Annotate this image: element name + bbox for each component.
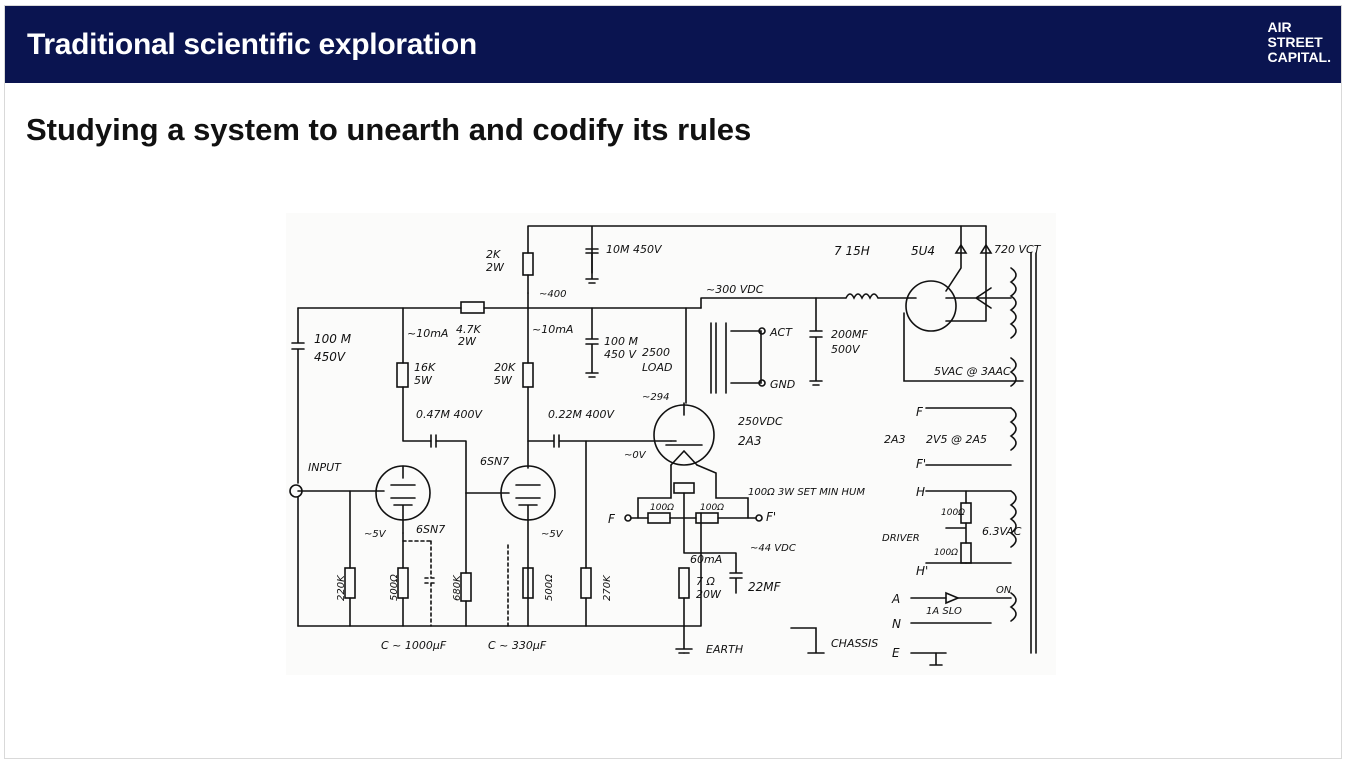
label-500-1: 500Ω <box>389 574 400 601</box>
label-720vct: 720 VCT <box>994 243 1042 256</box>
label-2a3: 2A3 <box>738 434 761 448</box>
label-5vac: 5VAC @ 3AAC <box>934 365 1011 378</box>
label-220k: 220K <box>336 574 347 601</box>
label-6sn7-1: 6SN7 <box>416 523 445 536</box>
air-street-capital-logo: AIR STREET CAPITAL. <box>1267 20 1331 65</box>
label-a: A <box>891 592 900 606</box>
label-n: N <box>892 617 901 631</box>
label-10ma-1: ~10mA <box>407 327 448 340</box>
label-gnd: GND <box>770 378 795 391</box>
label-200mf: 200MF <box>831 328 868 341</box>
schematic-drawing: 100 M 450V INPUT 2K 2W 10M 450V ~400 ~10… <box>289 225 1042 666</box>
label-2w: 2W <box>486 261 505 274</box>
label-22mf: 22MF <box>748 580 782 594</box>
label-2v5: 2V5 @ 2A5 <box>926 433 987 446</box>
label-f-prime: F' <box>916 457 926 471</box>
label-2a3-b: 2A3 <box>884 433 906 446</box>
label-on: ON <box>996 585 1012 596</box>
label-5v-1: ~5V <box>364 529 387 540</box>
label-680k: 680K <box>452 574 463 601</box>
label-f-left: F <box>608 512 616 526</box>
label-60ma: 60mA <box>690 553 722 566</box>
label-cap-100m: 100 M <box>314 332 352 346</box>
label-act: ACT <box>769 326 793 339</box>
label-h-prime: H' <box>916 564 928 578</box>
label-300vdc: ~300 VDC <box>706 283 764 296</box>
label-f-right: F' <box>766 510 776 524</box>
label-5u4: 5U4 <box>911 244 935 258</box>
label-1aslo: 1A SLO <box>926 606 962 617</box>
label-c1000: C ~ 1000μF <box>381 639 447 652</box>
label-20k-w: 5W <box>494 374 513 387</box>
label-2500: 2500 <box>642 346 670 359</box>
label-6sn7-2: 6SN7 <box>480 455 509 468</box>
label-chassis: CHASSIS <box>831 637 878 650</box>
label-100-b: 100Ω <box>700 503 724 513</box>
label-047: 0.47M 400V <box>416 408 483 421</box>
label-500v: 500V <box>831 343 861 356</box>
label-16k: 16K <box>414 361 436 374</box>
label-63vac: 6.3VAC <box>982 525 1022 538</box>
label-cap-450v: 450V <box>314 350 346 364</box>
label-driver: DRIVER <box>882 533 920 544</box>
logo-line: STREET <box>1267 34 1323 50</box>
label-270k: 270K <box>602 574 613 601</box>
label-input: INPUT <box>308 461 342 474</box>
label-e: E <box>892 646 900 660</box>
label-c330: C ~ 330μF <box>488 639 547 652</box>
label-load: LOAD <box>642 361 672 374</box>
label-44vdc: ~44 VDC <box>750 543 796 554</box>
label-100-a: 100Ω <box>650 503 674 513</box>
logo-line: CAPITAL. <box>1267 49 1331 65</box>
label-100m-2: 100 M <box>604 335 638 348</box>
label-500-2: 500Ω <box>544 574 555 601</box>
label-7ohm: 7 Ω <box>696 575 715 588</box>
label-2k: 2K <box>486 248 501 261</box>
label-h: H <box>916 485 925 499</box>
label-0v: ~0V <box>624 450 647 461</box>
label-47k-w: 2W <box>458 335 477 348</box>
header-bar: Traditional scientific exploration AIR S… <box>5 6 1341 83</box>
label-5v-2: ~5V <box>541 529 564 540</box>
label-47k: 4.7K <box>456 323 481 336</box>
label-294: ~294 <box>642 392 669 403</box>
label-400: ~400 <box>539 289 566 300</box>
label-10ma-2: ~10mA <box>532 323 573 336</box>
label-022: 0.22M 400V <box>548 408 615 421</box>
label-450v-2: 450 V <box>604 348 637 361</box>
label-100-d: 100Ω <box>934 548 958 558</box>
label-16k-w: 5W <box>414 374 433 387</box>
label-choke: 7 15H <box>834 244 870 258</box>
label-250vdc: 250VDC <box>738 415 783 428</box>
label-f: F <box>916 405 924 419</box>
label-10m: 10M 450V <box>606 243 663 256</box>
label-earth: EARTH <box>706 643 743 656</box>
label-hum: 100Ω 3W SET MIN HUM <box>748 487 865 498</box>
slide-title: Traditional scientific exploration <box>27 28 477 61</box>
logo-line: AIR <box>1267 19 1292 35</box>
slide-subtitle: Studying a system to unearth and codify … <box>26 112 752 147</box>
amplifier-schematic: 100 M 450V INPUT 2K 2W 10M 450V ~400 ~10… <box>286 213 1056 675</box>
label-100-c: 100Ω <box>941 508 965 518</box>
label-20w: 20W <box>696 588 722 601</box>
label-20k: 20K <box>494 361 516 374</box>
